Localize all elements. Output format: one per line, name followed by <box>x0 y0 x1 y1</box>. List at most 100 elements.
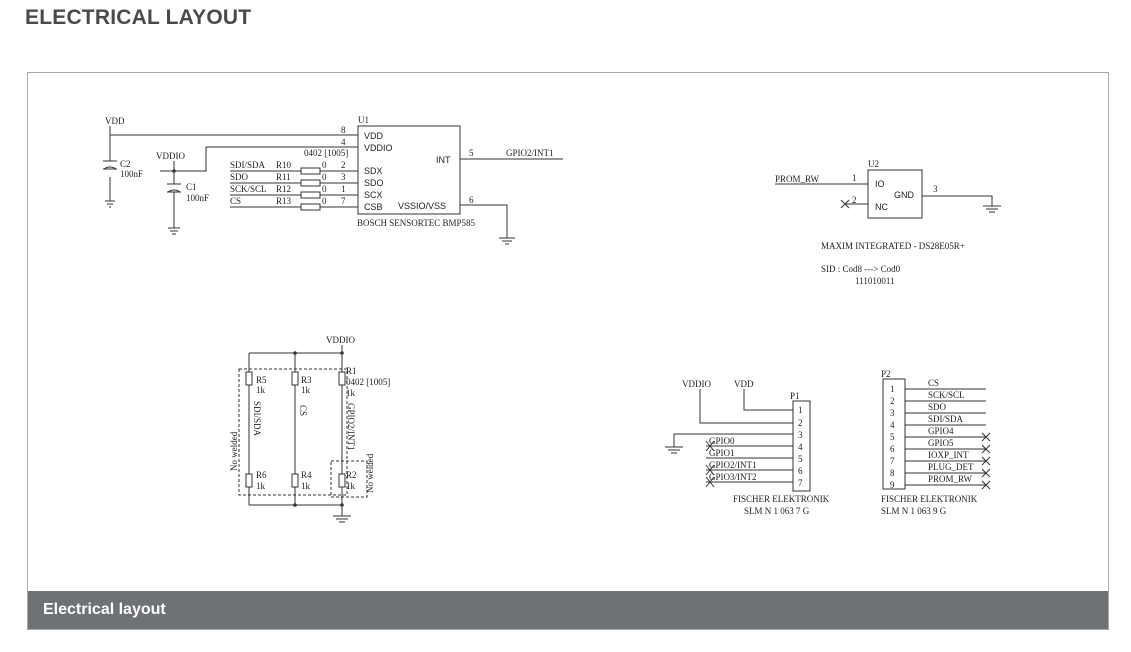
u1-pin-int: INT 5 GPIO2/INT1 <box>436 148 563 165</box>
svg-text:0: 0 <box>322 184 327 194</box>
u1-ref: U1 <box>358 115 369 125</box>
svg-text:0402 [1005]: 0402 [1005] <box>346 377 390 387</box>
svg-text:0: 0 <box>322 160 327 170</box>
figure-caption: Electrical layout <box>28 591 1108 629</box>
svg-text:IO: IO <box>875 179 885 189</box>
svg-text:CS: CS <box>928 378 939 388</box>
svg-text:2: 2 <box>890 396 895 406</box>
u2-part: MAXIM INTEGRATED - DS28E05R+ <box>821 241 965 251</box>
svg-text:GPIO1: GPIO1 <box>709 448 735 458</box>
svg-text:NC: NC <box>875 202 888 212</box>
svg-text:GND: GND <box>894 190 915 200</box>
svg-text:2: 2 <box>798 418 803 428</box>
svg-text:CS: CS <box>230 196 241 206</box>
u1-signal-sdo: SDO R11 0 3 SDO <box>230 172 384 188</box>
page-heading: ELECTRICAL LAYOUT <box>25 6 252 29</box>
u1-pin-vddio: 4 VDDIO <box>341 137 393 153</box>
svg-text:1k: 1k <box>256 385 266 395</box>
svg-text:6: 6 <box>798 466 803 476</box>
svg-text:6: 6 <box>469 195 474 205</box>
u2-ref: U2 <box>868 159 879 169</box>
svg-text:R12: R12 <box>276 184 291 194</box>
u2-sid-line: SID : Cod8 ---> Cod0 <box>821 264 901 274</box>
svg-text:R3: R3 <box>301 375 312 385</box>
svg-text:3: 3 <box>933 184 938 194</box>
svg-text:VDDIO: VDDIO <box>326 335 355 345</box>
svg-text:R11: R11 <box>276 172 291 182</box>
svg-text:R5: R5 <box>256 375 267 385</box>
svg-text:SDO: SDO <box>230 172 249 182</box>
u2-block: PROM_RW 1 U2 IO NC GND 2 3 MAXIM INTEGRA… <box>775 159 1001 286</box>
vdd-label: VDD <box>105 116 125 126</box>
svg-text:1: 1 <box>798 405 803 415</box>
svg-text:4: 4 <box>798 442 803 452</box>
u1-signal-sdi: SDI/SDA R10 0 2 SDX <box>230 160 383 176</box>
svg-text:SDI/SDA: SDI/SDA <box>230 160 266 170</box>
schematic-figure: VDD C2 100nF VDDIO C1 100nF U1 0402 [100… <box>27 72 1109 630</box>
u1-signal-cs: CS R13 0 7 CSB <box>230 196 383 212</box>
svg-text:P1: P1 <box>790 391 800 401</box>
svg-text:1k: 1k <box>301 481 311 491</box>
svg-text:GPIO2/INT1: GPIO2/INT1 <box>709 460 757 470</box>
svg-text:IOXP_INT: IOXP_INT <box>928 450 969 460</box>
c1-value: 100nF <box>186 193 209 203</box>
svg-text:SDX: SDX <box>364 166 383 176</box>
svg-text:No welded: No welded <box>229 431 239 471</box>
svg-text:7: 7 <box>890 456 895 466</box>
svg-text:2: 2 <box>341 160 346 170</box>
svg-text:1: 1 <box>852 173 857 183</box>
u1-part: BOSCH SENSORTEC BMP585 <box>357 218 475 228</box>
svg-text:VSSIO/VSS: VSSIO/VSS <box>398 201 446 211</box>
svg-text:4: 4 <box>341 137 346 147</box>
svg-text:GPIO3/INT2: GPIO3/INT2 <box>709 472 757 482</box>
svg-text:3: 3 <box>798 430 803 440</box>
svg-text:No welded: No welded <box>365 453 375 493</box>
svg-text:3: 3 <box>890 408 895 418</box>
svg-text:SLM N 1 063 7 G: SLM N 1 063 7 G <box>744 506 810 516</box>
svg-text:4: 4 <box>890 420 895 430</box>
svg-text:SCK/SCL: SCK/SCL <box>230 184 267 194</box>
svg-text:SDI/SDA: SDI/SDA <box>928 414 964 424</box>
u1-signal-sck: SCK/SCL R12 0 1 SCX <box>230 184 383 200</box>
svg-text:1k: 1k <box>301 385 311 395</box>
svg-text:CSB: CSB <box>364 202 383 212</box>
svg-text:FISCHER ELEKTRONIK: FISCHER ELEKTRONIK <box>881 494 978 504</box>
svg-text:GPIO2/INT1: GPIO2/INT1 <box>506 148 554 158</box>
svg-text:1: 1 <box>341 184 346 194</box>
u2-sid-value: 111010011 <box>855 276 895 286</box>
svg-text:8: 8 <box>890 468 895 478</box>
svg-text:GPIO0: GPIO0 <box>709 436 735 446</box>
svg-text:2: 2 <box>852 195 857 205</box>
prom-rw-label: PROM_RW <box>775 174 820 184</box>
svg-text:6: 6 <box>890 444 895 454</box>
svg-text:1: 1 <box>890 384 895 394</box>
svg-text:9: 9 <box>890 480 895 490</box>
svg-text:INT: INT <box>436 155 451 165</box>
svg-text:1k: 1k <box>346 388 356 398</box>
svg-text:R1: R1 <box>346 366 357 376</box>
svg-text:GPIO4: GPIO4 <box>928 426 954 436</box>
svg-text:5: 5 <box>798 454 803 464</box>
svg-text:GPIO2/INT1: GPIO2/INT1 <box>346 403 356 451</box>
svg-text:SDI/SDA: SDI/SDA <box>252 401 262 437</box>
svg-text:5: 5 <box>890 432 895 442</box>
svg-text:P2: P2 <box>881 369 891 379</box>
svg-text:7: 7 <box>341 196 346 206</box>
vddio-label: VDDIO <box>156 151 185 161</box>
svg-text:R6: R6 <box>256 470 267 480</box>
svg-text:VDDIO: VDDIO <box>682 379 711 389</box>
u1-block: VDD C2 100nF VDDIO C1 100nF U1 0402 [100… <box>103 115 563 245</box>
svg-text:R2: R2 <box>346 470 357 480</box>
svg-text:SCX: SCX <box>364 190 383 200</box>
svg-text:R13: R13 <box>276 196 292 206</box>
p1-connector: VDDIO VDD GPIO0 GPIO1 GPIO2/INT1 GPIO3/I… <box>665 379 830 516</box>
svg-text:PROM_RW: PROM_RW <box>928 474 973 484</box>
svg-text:R4: R4 <box>301 470 312 480</box>
svg-text:CS: CS <box>298 405 308 416</box>
u1-pin-gnd: VSSIO/VSS 6 <box>398 195 515 245</box>
svg-text:R10: R10 <box>276 160 292 170</box>
svg-text:SCK/SCL: SCK/SCL <box>928 390 965 400</box>
svg-text:SDO: SDO <box>928 402 947 412</box>
svg-text:VDD: VDD <box>734 379 754 389</box>
svg-text:VDD: VDD <box>364 131 384 141</box>
